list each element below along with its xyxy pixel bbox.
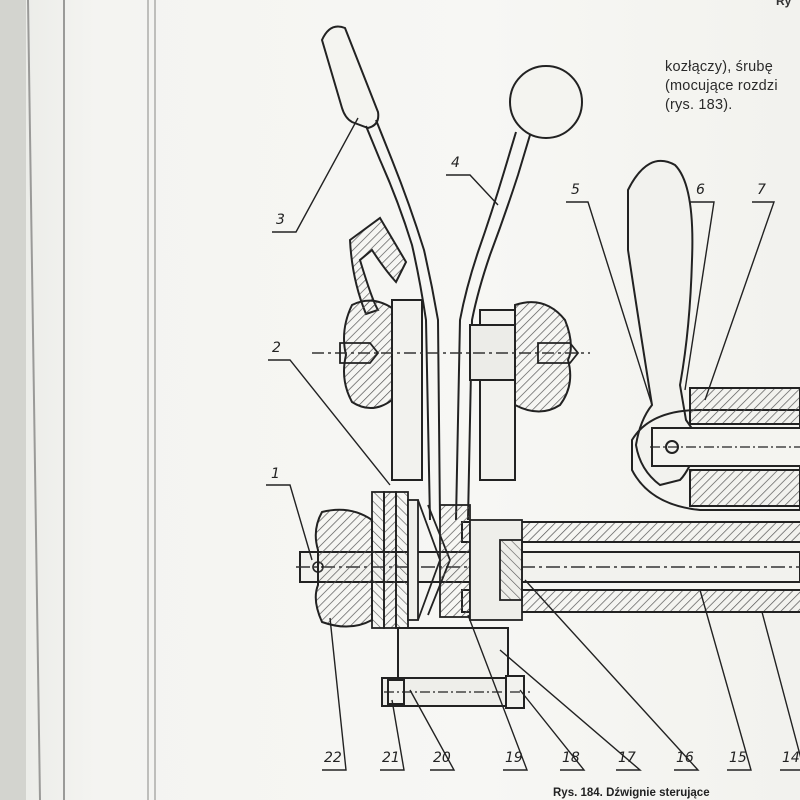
body-text-line: (rys. 183). bbox=[665, 97, 733, 113]
callout-1: 1 bbox=[271, 466, 280, 482]
upper-axis-arrow-right bbox=[537, 342, 580, 364]
callout-22: 22 bbox=[324, 750, 342, 766]
callout-17: 17 bbox=[618, 750, 636, 766]
callout-16: 16 bbox=[676, 750, 694, 766]
callout-19: 19 bbox=[505, 750, 523, 766]
callout-14: 14 bbox=[782, 750, 800, 766]
guide-plate bbox=[348, 216, 408, 316]
callout-18: 18 bbox=[562, 750, 580, 766]
callout-leaders bbox=[266, 117, 800, 771]
callout-6: 6 bbox=[696, 182, 705, 198]
callout-4: 4 bbox=[451, 155, 460, 171]
callout-5: 5 bbox=[571, 182, 580, 198]
disc-stack bbox=[371, 491, 523, 629]
upper-left-knob bbox=[343, 299, 393, 409]
callout-20: 20 bbox=[433, 750, 451, 766]
callout-21: 21 bbox=[382, 750, 400, 766]
callout-2: 2 bbox=[272, 340, 281, 356]
callout-15: 15 bbox=[729, 750, 747, 766]
upper-hub bbox=[391, 299, 516, 481]
lever-4 bbox=[455, 65, 583, 521]
lower-bolt-assembly bbox=[381, 627, 530, 709]
upper-right-knob bbox=[514, 301, 572, 413]
body-text-line: (mocujące rozdzi bbox=[665, 78, 778, 94]
lower-left-knob bbox=[314, 508, 373, 628]
body-text-line: kozłączy), śrubę bbox=[665, 59, 773, 75]
body-text: kozłączy), śrubę (mocujące rozdzi (rys. … bbox=[665, 58, 800, 115]
lever-6 bbox=[627, 160, 800, 511]
callout-7: 7 bbox=[757, 182, 766, 198]
page-margin-lines bbox=[0, 0, 156, 800]
upper-axis-arrow-left bbox=[339, 342, 380, 364]
callout-3: 3 bbox=[276, 212, 285, 228]
figure-caption: Rys. 184. Dźwignie sterujące bbox=[553, 787, 710, 799]
page-header-fragment: Ry bbox=[776, 0, 792, 8]
